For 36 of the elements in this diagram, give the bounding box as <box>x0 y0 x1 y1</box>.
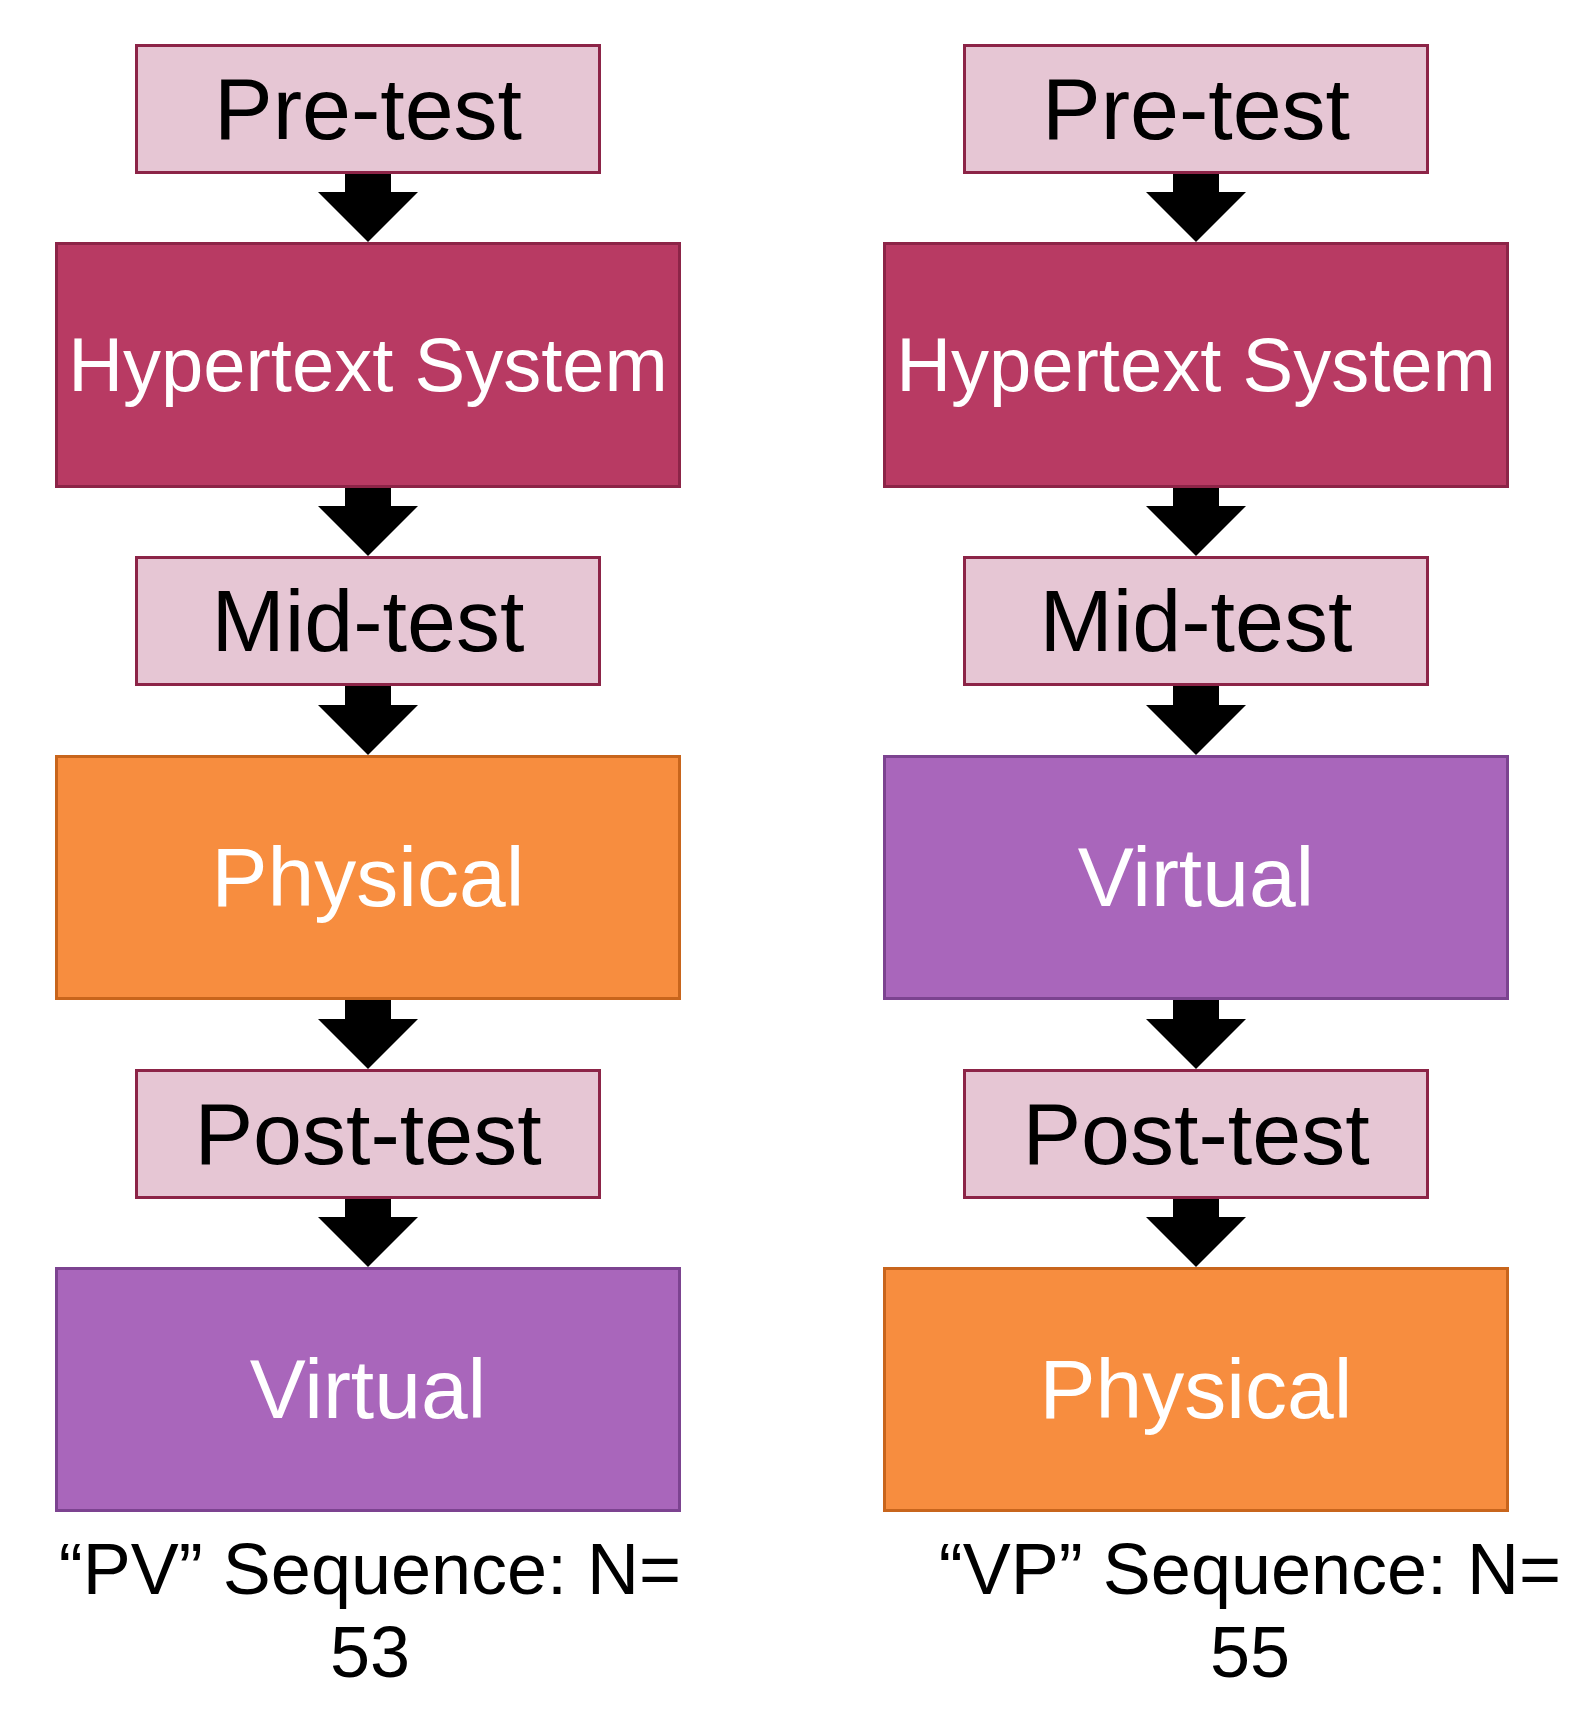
box-label: Mid-test <box>211 570 525 673</box>
block-arrow <box>318 1000 418 1069</box>
sequence-caption: “VP” Sequence: N= 55 <box>937 1528 1563 1694</box>
box-label: Hypertext System <box>68 321 668 410</box>
block-arrow <box>1146 174 1246 242</box>
block-arrow <box>1146 686 1246 755</box>
test-box <box>135 1069 601 1199</box>
condition-box <box>55 1267 681 1512</box>
block-arrow <box>1146 1199 1246 1267</box>
box-label: Physical <box>211 829 525 927</box>
box-label: Hypertext System <box>896 321 1496 410</box>
box-label: Pre-test <box>213 58 523 161</box>
block-arrow <box>1146 1000 1246 1069</box>
box-label: Pre-test <box>1041 58 1351 161</box>
block-arrow <box>1146 488 1246 556</box>
test-box <box>963 44 1429 174</box>
box-label: Post-test <box>194 1083 542 1186</box>
condition-box <box>883 755 1509 1000</box>
box-label: Virtual <box>1077 829 1315 927</box>
system-box <box>55 242 681 488</box>
box-label: Physical <box>1039 1341 1353 1439</box>
system-box <box>883 242 1509 488</box>
block-arrow <box>318 1199 418 1267</box>
test-box <box>963 556 1429 686</box>
box-label: Post-test <box>1022 1083 1370 1186</box>
box-label: Virtual <box>249 1341 487 1439</box>
block-arrow <box>318 686 418 755</box>
test-box <box>135 556 601 686</box>
test-box <box>135 44 601 174</box>
test-box <box>963 1069 1429 1199</box>
condition-box <box>883 1267 1509 1512</box>
block-arrow <box>318 488 418 556</box>
box-label: Mid-test <box>1039 570 1353 673</box>
sequence-caption: “PV” Sequence: N= 53 <box>57 1528 683 1694</box>
condition-box <box>55 755 681 1000</box>
block-arrow <box>318 174 418 242</box>
